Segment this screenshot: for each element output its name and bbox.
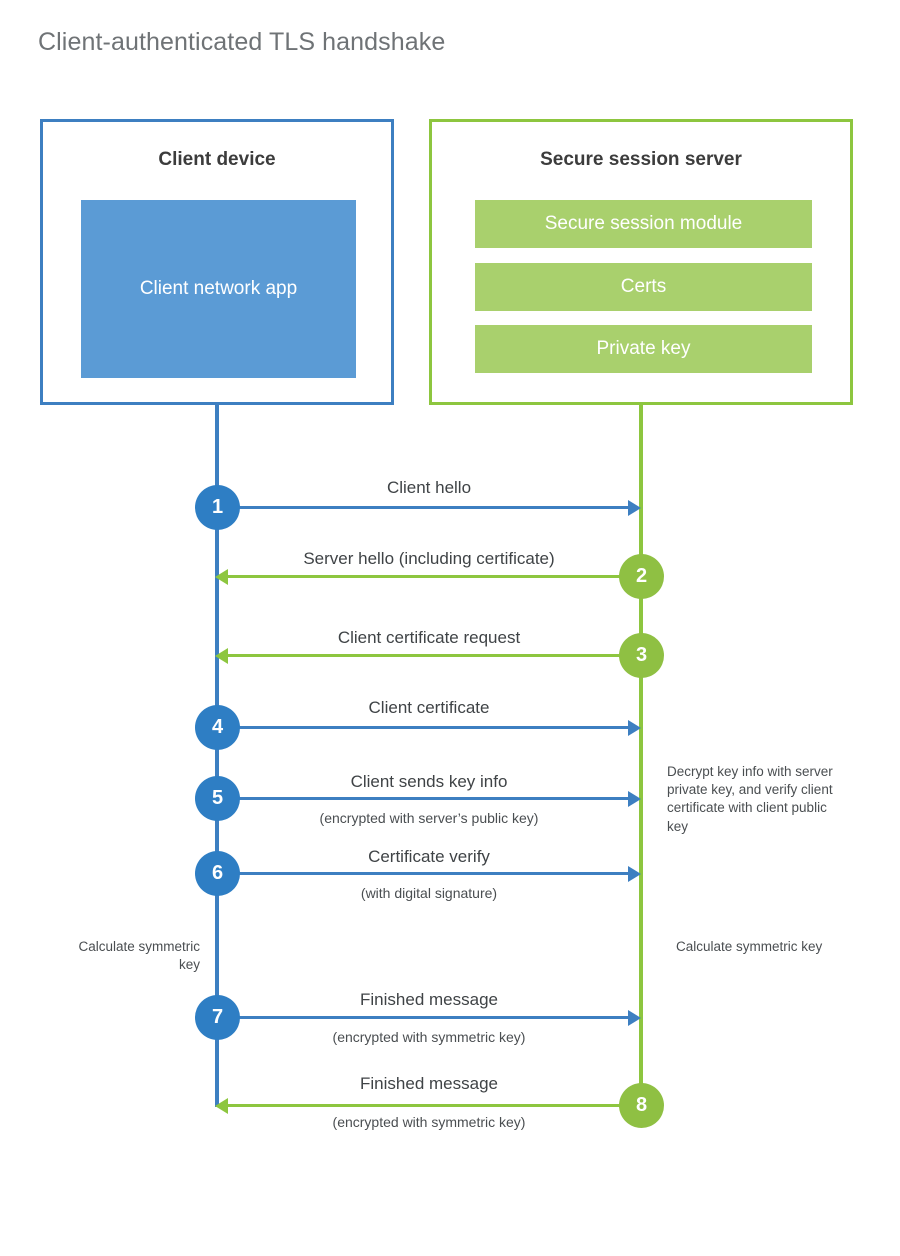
server-module-private-key: Private key <box>475 325 812 373</box>
step-1-label: Client hello <box>386 478 472 497</box>
step-5-sublabel: (encrypted with server’s public key) <box>319 810 539 826</box>
step-3-arrow-head <box>215 648 228 664</box>
step-6-sublabel: (with digital signature) <box>360 885 498 901</box>
step-7-sublabel: (encrypted with symmetric key) <box>332 1029 526 1045</box>
server-calculate-symmetric-key-note: Calculate symmetric key <box>676 939 823 954</box>
page-title: Client-authenticated TLS handshake <box>38 28 446 56</box>
step-8-arrow-line <box>226 1104 629 1107</box>
step-2-arrow-head <box>215 569 228 585</box>
step-8-badge[interactable]: 8 <box>619 1083 664 1128</box>
secure-session-server-box: Secure session server Secure session mod… <box>429 119 853 405</box>
step-4-label: Client certificate <box>368 698 490 717</box>
client-device-box: Client device Client network app <box>40 119 394 405</box>
step-6-arrow-line <box>229 872 629 875</box>
server-lifeline <box>639 405 643 1107</box>
step-8-sublabel: (encrypted with symmetric key) <box>332 1114 526 1130</box>
step-8-label: Finished message <box>360 1074 498 1093</box>
step-5-label: Client sends key info <box>350 772 508 791</box>
step-3-label: Client certificate request <box>337 628 521 647</box>
step-3-badge[interactable]: 3 <box>619 633 664 678</box>
step-2-arrow-line <box>226 575 629 578</box>
client-calculate-symmetric-key-note: Calculate symmetric key <box>78 939 200 973</box>
client-device-title: Client device <box>158 149 276 170</box>
step-7-label: Finished message <box>360 990 498 1009</box>
step-6-label: Certificate verify <box>368 847 490 866</box>
step-5-arrow-head <box>628 791 641 807</box>
step-4-arrow-head <box>628 720 641 736</box>
step-4-badge[interactable]: 4 <box>195 705 240 750</box>
client-lifeline <box>215 405 219 1107</box>
step-6-arrow-head <box>628 866 641 882</box>
step-5-badge[interactable]: 5 <box>195 776 240 821</box>
step-7-badge[interactable]: 7 <box>195 995 240 1040</box>
step-7-arrow-head <box>628 1010 641 1026</box>
step-4-arrow-line <box>229 726 629 729</box>
step-7-arrow-line <box>229 1016 629 1019</box>
step-1-arrow-head <box>628 500 641 516</box>
step-6-badge[interactable]: 6 <box>195 851 240 896</box>
step-5-arrow-line <box>229 797 629 800</box>
server-module-secure-session-module: Secure session module <box>475 200 812 248</box>
server-decrypt-note: Decrypt key info with server private key… <box>667 764 833 834</box>
step-2-badge[interactable]: 2 <box>619 554 664 599</box>
step-1-arrow-line <box>229 506 629 509</box>
step-8-arrow-head <box>215 1098 228 1114</box>
step-3-arrow-line <box>226 654 629 657</box>
server-module-certs: Certs <box>475 263 812 311</box>
step-1-badge[interactable]: 1 <box>195 485 240 530</box>
secure-session-server-title: Secure session server <box>540 149 742 170</box>
step-2-label: Server hello (including certificate) <box>303 549 555 568</box>
client-network-app-block: Client network app <box>81 200 356 378</box>
